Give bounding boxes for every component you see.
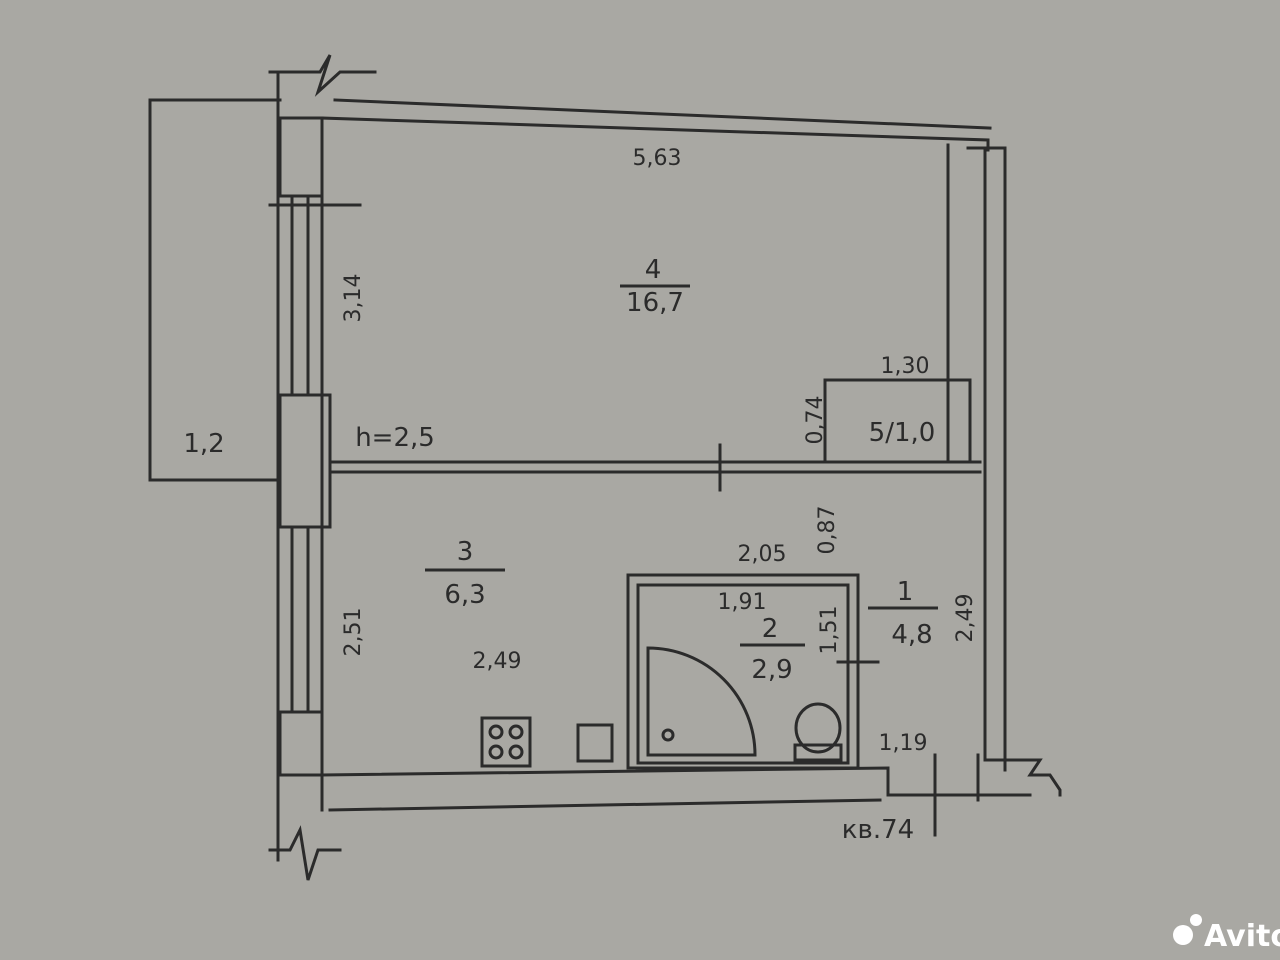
- right-wall-outer: [966, 146, 1007, 772]
- watermark-logo-icon: [1173, 925, 1193, 945]
- room-3-number: 3: [457, 537, 474, 567]
- dim-top-width: 5,63: [633, 146, 682, 171]
- bathroom-outline: [626, 573, 860, 770]
- stove-burner-4: [508, 744, 524, 760]
- bottom-wall-inner: [320, 766, 1032, 797]
- watermark-text: Avito: [1204, 919, 1280, 954]
- balcony-area: 1,2: [183, 429, 224, 459]
- room-4-area: 16,7: [626, 288, 684, 318]
- dim-bath-width-outer: 2,05: [738, 542, 787, 567]
- room-4-number: 4: [645, 255, 662, 285]
- stove-burner-2: [508, 724, 524, 740]
- dim-left-upper: 3,14: [341, 274, 366, 323]
- shower-tray-icon: [646, 646, 757, 757]
- closet-label: 5/1,0: [869, 418, 936, 448]
- watermark: Avito: [1173, 914, 1280, 954]
- shower-drain-icon: [661, 728, 675, 742]
- room-1-area: 4,8: [891, 620, 932, 650]
- apartment-label: кв.74: [842, 815, 914, 845]
- dim-kitchen-width: 2,49: [473, 649, 522, 674]
- window-lower-bottom: [278, 710, 324, 777]
- bathroom-inner: [636, 583, 850, 765]
- outer-wall-top-inner: [333, 98, 992, 130]
- dim-left-lower: 2,51: [341, 608, 366, 657]
- room-3-area: 6,3: [444, 580, 485, 610]
- dim-bath-height: 1,51: [817, 606, 842, 655]
- break-mark-right: [1023, 758, 1062, 797]
- closet-outline: [823, 378, 972, 464]
- dim-door-width: 1,19: [879, 731, 928, 756]
- stove-burner-1: [488, 724, 504, 740]
- balcony-outline: [148, 98, 282, 482]
- room-2-area: 2,9: [751, 655, 792, 685]
- ceiling-height: h=2,5: [355, 423, 435, 453]
- sink-icon: [576, 723, 614, 763]
- right-wall-lower: [983, 148, 1032, 762]
- break-mark-bottom: [268, 825, 342, 881]
- bottom-wall-outer: [328, 798, 882, 812]
- stove-burner-3: [488, 744, 504, 760]
- toilet-icon: [794, 702, 842, 754]
- dim-closet-width: 1,30: [881, 354, 930, 379]
- dim-closet-depth: 0,74: [803, 396, 828, 445]
- dim-mid-right: 0,87: [815, 506, 840, 555]
- window-upper: [278, 116, 324, 198]
- dim-hall-height: 2,49: [953, 594, 978, 643]
- dim-bath-width-inner: 1,91: [718, 590, 767, 615]
- room-1-number: 1: [897, 577, 914, 607]
- toilet-tank-icon: [793, 743, 843, 762]
- room-2-number: 2: [762, 614, 779, 644]
- stove-icon: [480, 716, 532, 768]
- break-mark-top: [268, 54, 377, 97]
